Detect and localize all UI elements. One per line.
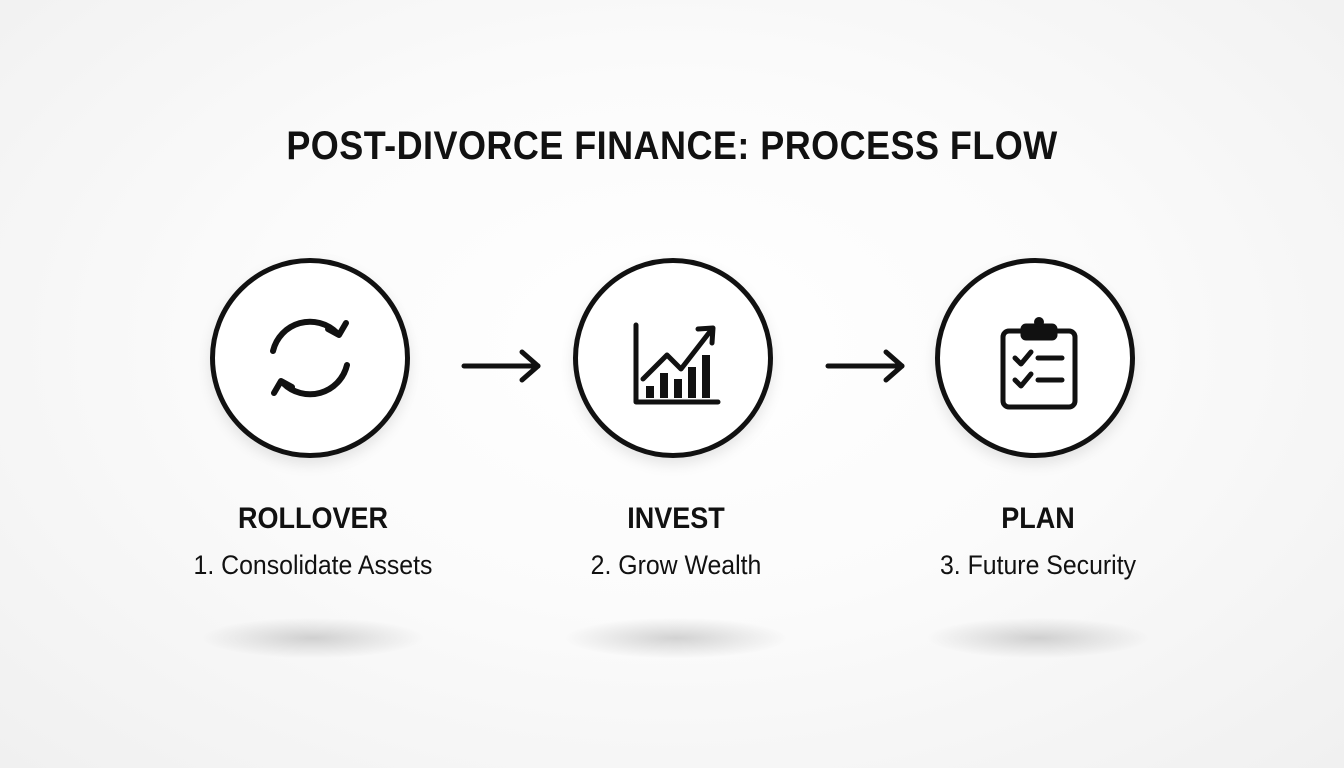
step-title: INVEST xyxy=(627,502,725,535)
step-shadow xyxy=(566,618,786,658)
step-circle xyxy=(573,258,773,458)
step-subtitle: 3. Future Security xyxy=(939,550,1137,580)
step-shadow xyxy=(928,618,1148,658)
growth-chart-icon xyxy=(633,322,721,405)
step-title: ROLLOVER xyxy=(237,502,388,535)
refresh-cycle-icon xyxy=(270,318,350,398)
step-title: PLAN xyxy=(1001,502,1075,535)
diagram-title: POST-DIVORCE FINANCE: PROCESS FLOW xyxy=(286,124,1058,168)
step-circle xyxy=(935,258,1135,458)
step-shadow xyxy=(203,618,423,658)
arrow-right-icon xyxy=(825,349,905,383)
arrow-right-icon xyxy=(461,349,541,383)
step-subtitle: 1. Consolidate Assets xyxy=(193,550,433,580)
step-circle xyxy=(210,258,410,458)
clipboard-checklist-icon xyxy=(1000,317,1078,410)
step-subtitle: 2. Grow Wealth xyxy=(590,550,762,580)
